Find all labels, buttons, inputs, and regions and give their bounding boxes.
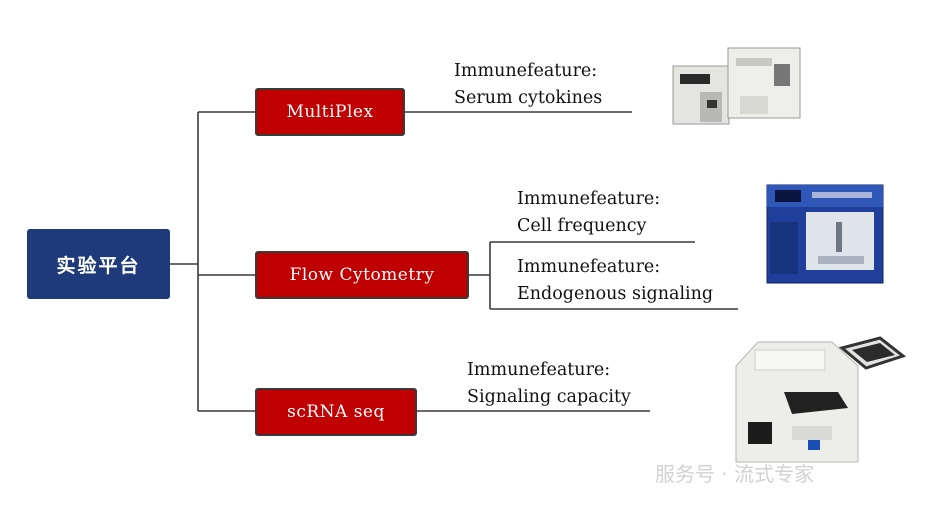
multiplex-analyzer-icon	[672, 47, 801, 125]
feature-title: Immunefeature:	[467, 360, 611, 380]
feature-label-serum-cytokines: Immunefeature: Serum cytokines	[454, 58, 602, 112]
feature-label-cell-frequency: Immunefeature: Cell frequency	[517, 186, 660, 240]
branch-flow-cytometry: Flow Cytometry	[255, 251, 469, 299]
feature-value: Signaling capacity	[467, 387, 631, 407]
feature-title: Immunefeature:	[454, 61, 598, 81]
root-node: 实验平台	[27, 229, 170, 299]
branch-multiplex: MultiPlex	[255, 88, 405, 136]
feature-value: Serum cytokines	[454, 88, 603, 108]
feature-value: Cell frequency	[517, 216, 647, 236]
feature-value: Endogenous signaling	[517, 284, 714, 304]
feature-label-signaling-capacity: Immunefeature: Signaling capacity	[467, 357, 631, 411]
feature-label-endogenous-signaling: Immunefeature: Endogenous signaling	[517, 254, 713, 308]
feature-title: Immunefeature:	[517, 257, 661, 277]
connector-lines	[170, 111, 738, 412]
feature-title: Immunefeature:	[517, 189, 661, 209]
watermark-text: 服务号 · 流式专家	[655, 462, 815, 486]
branch-scrna-seq: scRNA seq	[255, 388, 417, 436]
flow-cytometer-icon	[766, 184, 884, 284]
single-cell-system-icon	[735, 336, 907, 463]
